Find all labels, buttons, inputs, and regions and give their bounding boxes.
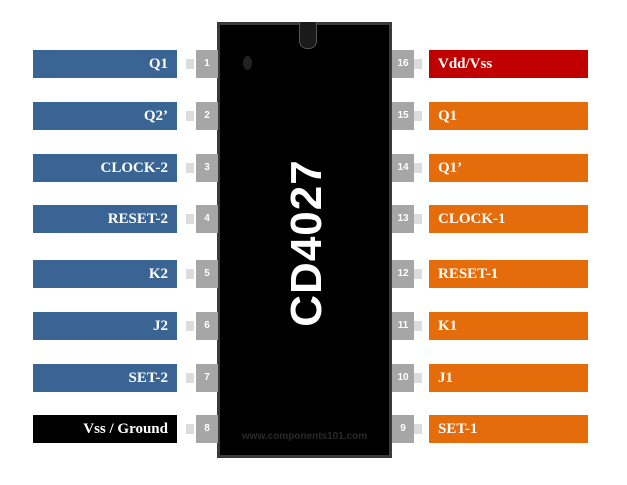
pin-number-13: 13 [392, 205, 414, 233]
pin-number-9: 9 [392, 415, 414, 443]
pin-row-8: Vss / Ground 8 [0, 415, 627, 445]
pin-row-9: SET-1 9 [0, 415, 627, 445]
chip-notch [299, 22, 317, 49]
pin-lead-1 [186, 59, 194, 69]
pin-row-14: Q1’ 14 [0, 154, 627, 184]
pin-label-16: Vdd/Vss [429, 50, 588, 78]
pin-label-15: Q1 [429, 102, 588, 130]
pin-lead-7 [186, 373, 194, 383]
pin-row-13: CLOCK-1 13 [0, 205, 627, 235]
pin-row-16: Vdd/Vss 16 [0, 50, 627, 80]
pin-number-5: 5 [196, 260, 218, 288]
pin-label-2: Q2’ [33, 102, 177, 130]
pin-lead-4 [186, 214, 194, 224]
pin-lead-6 [186, 321, 194, 331]
pin-row-4: RESET-2 4 [0, 205, 627, 235]
pin-label-9: SET-1 [429, 415, 588, 443]
pin-label-13: CLOCK-1 [429, 205, 588, 233]
pin-label-4: RESET-2 [33, 205, 177, 233]
ic-chip-body: CD4027 www.components101.com [217, 22, 392, 458]
pin-label-11: K1 [429, 312, 588, 340]
pin-label-14: Q1’ [429, 154, 588, 182]
pin-lead-9 [414, 424, 422, 434]
pin-row-3: CLOCK-2 3 [0, 154, 627, 184]
pin-lead-15 [414, 111, 422, 121]
pin-number-2: 2 [196, 102, 218, 130]
pin-lead-10 [414, 373, 422, 383]
pin-label-6: J2 [33, 312, 177, 340]
pin-label-1: Q1 [33, 50, 177, 78]
pin-number-3: 3 [196, 154, 218, 182]
pin-row-5: K2 5 [0, 260, 627, 290]
pin-lead-13 [414, 214, 422, 224]
watermark: www.components101.com [241, 431, 368, 442]
pin-row-11: K1 11 [0, 312, 627, 342]
pin-lead-3 [186, 163, 194, 173]
pin-label-5: K2 [33, 260, 177, 288]
pin-row-12: RESET-1 12 [0, 260, 627, 290]
pin-lead-16 [414, 59, 422, 69]
pin-lead-2 [186, 111, 194, 121]
pin-number-4: 4 [196, 205, 218, 233]
pin-number-8: 8 [196, 415, 218, 443]
pin-number-7: 7 [196, 364, 218, 392]
pin-number-15: 15 [392, 102, 414, 130]
pin-row-10: J1 10 [0, 364, 627, 394]
pin-number-6: 6 [196, 312, 218, 340]
pin-lead-12 [414, 269, 422, 279]
pin-number-14: 14 [392, 154, 414, 182]
pin-lead-14 [414, 163, 422, 173]
pin-label-8: Vss / Ground [33, 415, 177, 443]
pin-row-6: J2 6 [0, 312, 627, 342]
pin-number-1: 1 [196, 50, 218, 78]
pin-lead-8 [186, 424, 194, 434]
pin-row-2: Q2’ 2 [0, 102, 627, 132]
pin-label-10: J1 [429, 364, 588, 392]
pin1-marker-dot [243, 56, 252, 70]
pin-lead-11 [414, 321, 422, 331]
pin-number-11: 11 [392, 312, 414, 340]
pin-row-7: SET-2 7 [0, 364, 627, 394]
pin-number-12: 12 [392, 260, 414, 288]
pin-row-15: Q1 15 [0, 102, 627, 132]
pin-lead-5 [186, 269, 194, 279]
pin-label-3: CLOCK-2 [33, 154, 177, 182]
pin-number-10: 10 [392, 364, 414, 392]
pin-row-1: Q1 1 [0, 50, 627, 80]
chip-name: CD4027 [282, 159, 331, 327]
pin-label-12: RESET-1 [429, 260, 588, 288]
pin-number-16: 16 [392, 50, 414, 78]
pin-label-7: SET-2 [33, 364, 177, 392]
